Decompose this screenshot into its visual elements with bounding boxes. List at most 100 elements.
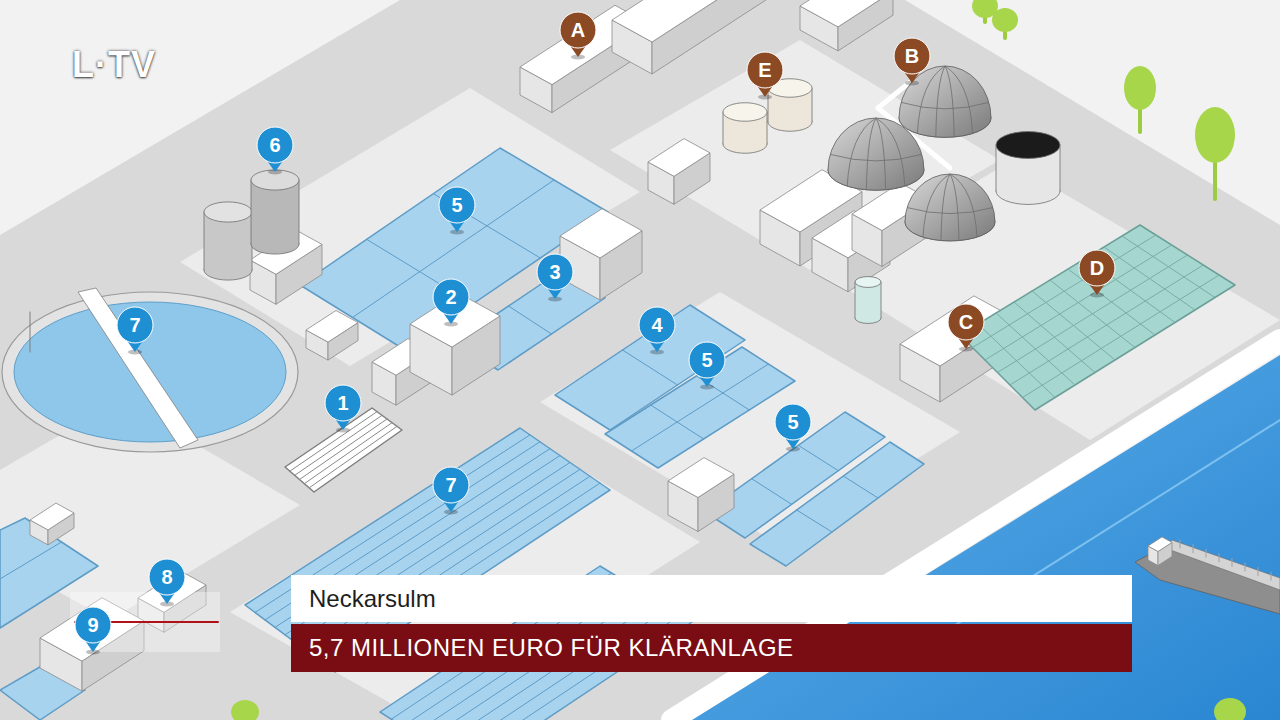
building-roof (560, 209, 642, 258)
pin-head (75, 607, 111, 643)
basin-divider (798, 445, 838, 470)
basin-divider (0, 542, 62, 579)
tank-edge (251, 180, 252, 244)
location-band: Neckarsulm (291, 575, 1132, 622)
headline-text: 5,7 MILLIONEN EURO FÜR KLÄRANLAGE (309, 634, 794, 662)
building-roof (668, 458, 734, 498)
callout-number: 9 (76, 608, 110, 642)
basin-divider (752, 479, 792, 505)
tank-top (723, 103, 767, 121)
basin-divider (797, 510, 832, 532)
callout-number: 1 (326, 386, 360, 420)
tree-stem (1213, 159, 1217, 199)
dome-seam (950, 174, 959, 241)
ship-hatch (1245, 563, 1246, 571)
callout-number: 3 (538, 255, 572, 289)
inlet-ramp-divider (304, 423, 392, 484)
ship-hatch (1180, 540, 1181, 548)
tank-top (855, 277, 881, 288)
digester-dome (905, 174, 995, 241)
basin (750, 442, 924, 566)
digester-dome (828, 118, 924, 190)
tree-crown (1195, 107, 1235, 163)
channel-logo: L·TV (72, 44, 156, 86)
pin-head (149, 559, 185, 595)
pin-head (433, 467, 469, 503)
dome-seam (923, 174, 950, 237)
pin-head (560, 12, 596, 48)
callout-number: 5 (690, 343, 724, 377)
pin-head (948, 304, 984, 340)
tank-edge (767, 112, 768, 144)
dome-seam (945, 66, 973, 133)
pin-head (639, 307, 675, 343)
tree-crown (1214, 698, 1246, 720)
lot (610, 40, 1000, 270)
pin-head (1079, 250, 1115, 286)
tank-top (204, 202, 252, 222)
callout-number: 7 (434, 468, 468, 502)
inlet-ramp-divider (295, 415, 382, 475)
ship-hatch (1193, 545, 1194, 553)
dome-seam (950, 174, 977, 237)
pin-head (117, 307, 153, 343)
building-roof (30, 503, 74, 530)
tree-crown (992, 8, 1018, 32)
callout-number: 2 (434, 280, 468, 314)
inlet-ramp-divider (290, 412, 377, 472)
tank-edge (996, 145, 997, 191)
building-roof (306, 311, 358, 343)
callout-number: B (895, 39, 929, 73)
pin-head (775, 404, 811, 440)
greenhouse (960, 225, 1235, 410)
location-text: Neckarsulm (309, 585, 436, 613)
building-roof (1148, 537, 1172, 552)
pin-head (439, 187, 475, 223)
dome-seam (847, 118, 876, 186)
tank-edge (855, 282, 856, 318)
tree-crown (231, 700, 259, 720)
headline-band: 5,7 MILLIONEN EURO FÜR KLÄRANLAGE (291, 624, 1132, 672)
building-roof (612, 0, 802, 42)
basin-divider (843, 476, 878, 498)
callout-number: 5 (776, 405, 810, 439)
tank-edge (881, 282, 882, 318)
dome-seam (941, 174, 950, 241)
callout-number: E (748, 53, 782, 87)
basin-divider (623, 350, 678, 385)
dome-seam (876, 118, 905, 186)
source-strip (70, 592, 220, 652)
callout-number: D (1080, 251, 1114, 285)
callout-number: 5 (440, 188, 474, 222)
dome-seam (901, 102, 988, 109)
pin-head (537, 254, 573, 290)
tank-edge (204, 212, 205, 270)
dome-seam (945, 66, 954, 137)
building-roof (800, 0, 893, 27)
tank-edge (723, 112, 724, 144)
pin-head (689, 342, 725, 378)
pin-head (325, 385, 361, 421)
pin-head (747, 52, 783, 88)
ship-hatch (1271, 572, 1272, 580)
callout-number: 7 (118, 308, 152, 342)
building-roof (648, 139, 710, 177)
basin-divider (509, 306, 552, 334)
dome-seam (936, 66, 945, 137)
ship-hatch (1206, 549, 1207, 557)
pin-head (433, 279, 469, 315)
inlet-ramp-divider (309, 426, 397, 488)
pin-head (257, 127, 293, 163)
callout-number: 4 (640, 308, 674, 342)
tank-edge (299, 180, 300, 244)
callout-number: 6 (258, 128, 292, 162)
greenhouse-divider (1023, 275, 1220, 398)
dome-seam (907, 208, 993, 214)
tank-top (996, 132, 1060, 159)
tank-top (251, 170, 299, 190)
ship-hatch (1232, 558, 1233, 566)
dome-seam (917, 66, 945, 133)
